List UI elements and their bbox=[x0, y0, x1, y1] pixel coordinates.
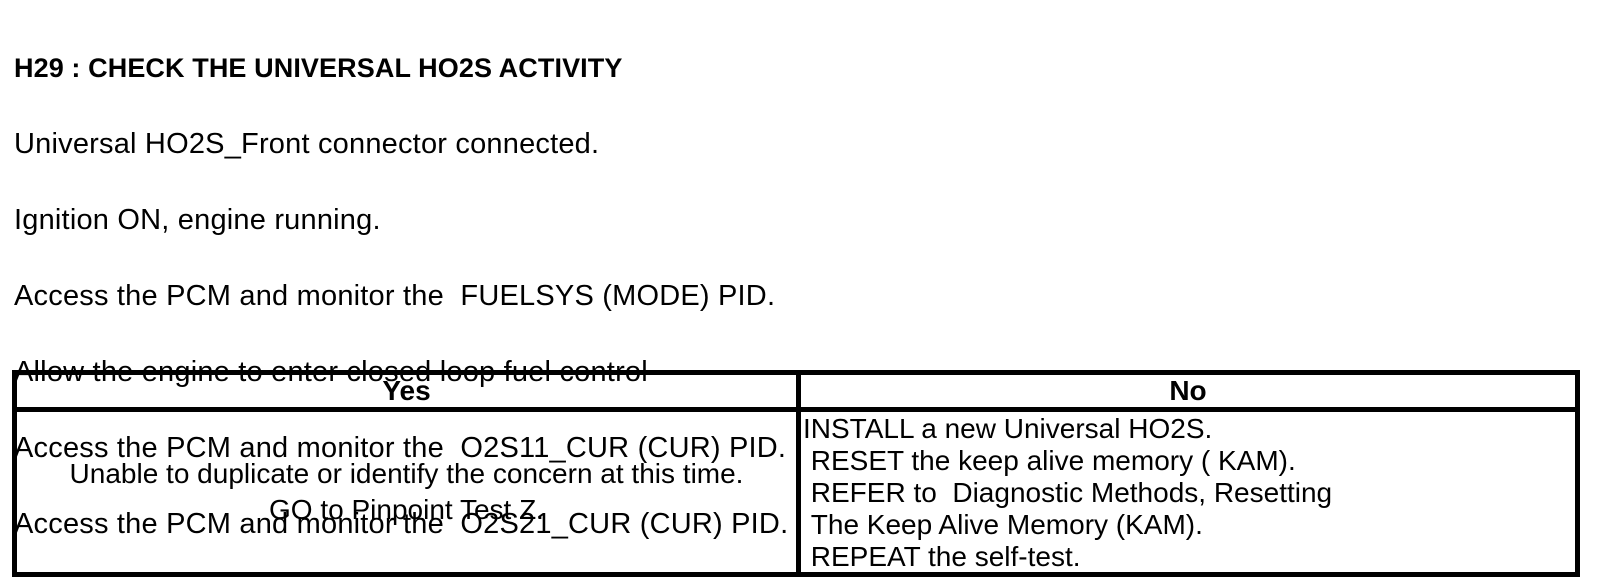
yes-result-line: GO to Pinpoint Test Z. bbox=[269, 494, 544, 525]
no-result-line: INSTALL a new Universal HO2S. bbox=[803, 413, 1213, 444]
yes-result-cell: Unable to duplicate or identify the conc… bbox=[17, 412, 801, 572]
procedure-question: Does the O2S11_CUR or O2S21_CUR PID valu… bbox=[14, 580, 799, 588]
no-result-line: REPEAT the self-test. bbox=[803, 541, 1081, 572]
no-result-line: The Keep Alive Memory (KAM). bbox=[803, 509, 1203, 540]
procedure-step: Universal HO2S_Front connector connected… bbox=[14, 128, 600, 160]
procedure-title: H29 : CHECK THE UNIVERSAL HO2S ACTIVITY bbox=[14, 53, 623, 83]
decision-table-header-row: Yes No bbox=[17, 375, 1575, 412]
procedure-step: Access the PCM and monitor the O2S11_CUR… bbox=[14, 432, 787, 464]
no-result-line: REFER to Diagnostic Methods, Resetting bbox=[803, 477, 1333, 508]
no-result-cell: INSTALL a new Universal HO2S. RESET the … bbox=[801, 412, 1575, 572]
decision-table: Yes No Unable to duplicate or identify t… bbox=[12, 370, 1580, 577]
procedure-step: Ignition ON, engine running. bbox=[14, 204, 381, 236]
yes-column-header: Yes bbox=[17, 375, 801, 407]
no-result-line: RESET the keep alive memory ( KAM). bbox=[803, 445, 1296, 476]
procedure-section: H29 : CHECK THE UNIVERSAL HO2S ACTIVITY … bbox=[14, 12, 799, 588]
procedure-step: Access the PCM and monitor the O2S21_CUR… bbox=[14, 508, 789, 540]
no-column-header: No bbox=[1169, 375, 1207, 406]
procedure-step: Access the PCM and monitor the FUELSYS (… bbox=[14, 280, 776, 312]
decision-table-body-row: Unable to duplicate or identify the conc… bbox=[17, 412, 1575, 572]
yes-result-line: Unable to duplicate or identify the conc… bbox=[69, 458, 744, 489]
